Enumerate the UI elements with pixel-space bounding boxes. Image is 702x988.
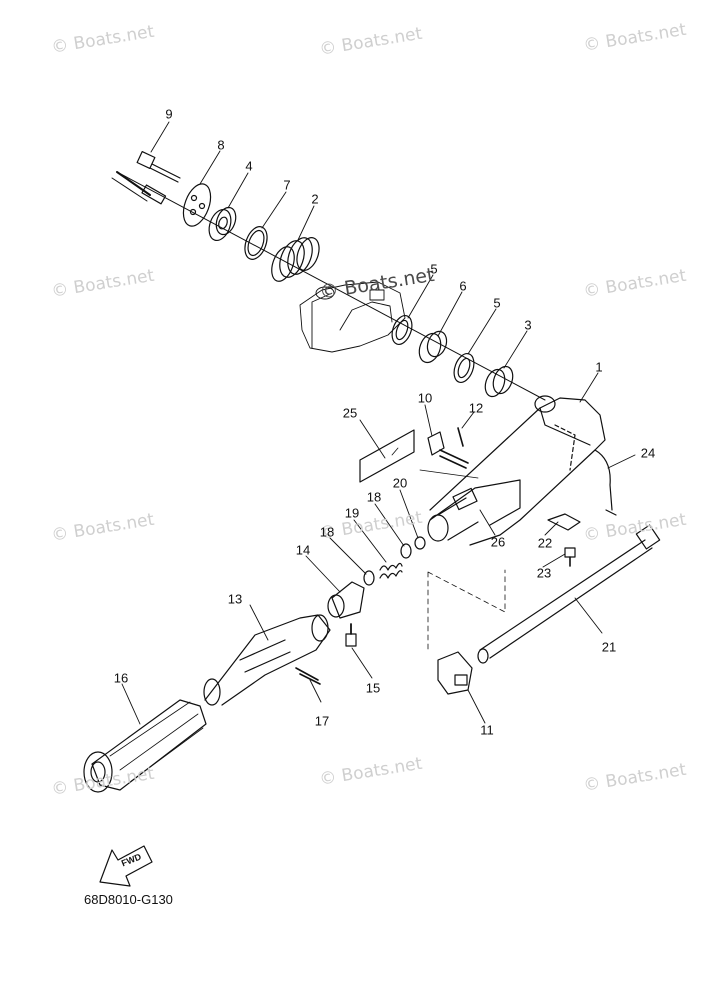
part-7-ring — [244, 226, 268, 260]
part-1-steering-handle — [427, 395, 606, 546]
diagram-code: 68D8010-G130 — [84, 892, 173, 907]
callout-13: 13 — [227, 591, 243, 607]
callout-11: 11 — [480, 722, 494, 738]
part-14-collar — [327, 581, 365, 619]
callout-26: 26 — [490, 534, 506, 550]
part-2-rubber-mount — [271, 237, 320, 282]
leader-lines — [121, 121, 636, 725]
part-16-grip — [83, 699, 207, 793]
callout-12: 12 — [468, 400, 484, 416]
callout-5b: 5 — [493, 295, 501, 311]
part-20-nut — [414, 536, 426, 550]
callout-4: 4 — [245, 158, 253, 174]
part-18-washer-b — [363, 570, 375, 586]
part-3-bushing — [484, 365, 514, 398]
callout-5a: 5 — [430, 261, 438, 277]
callout-3: 3 — [524, 317, 532, 333]
part-11-connector — [437, 651, 473, 695]
callout-17: 17 — [314, 713, 330, 729]
part-12-pin — [457, 427, 464, 447]
callout-18b: 18 — [319, 524, 335, 540]
reference-guide — [427, 569, 506, 651]
callout-1: 1 — [595, 359, 603, 375]
callout-18a: 18 — [366, 489, 382, 505]
callout-22: 22 — [537, 535, 553, 551]
part-25-decal — [359, 429, 479, 483]
part-15-screw — [345, 623, 357, 647]
part-10-friction-screw — [427, 431, 469, 469]
part-4-bushing — [208, 206, 237, 242]
callout-20: 20 — [392, 475, 408, 491]
fwd-arrow-icon — [99, 845, 153, 887]
callout-24: 24 — [640, 445, 656, 461]
callout-8: 8 — [217, 137, 225, 153]
part-6-bushing — [418, 330, 448, 364]
part-24-wire — [594, 449, 617, 516]
callout-25: 25 — [342, 405, 358, 421]
callout-15: 15 — [365, 680, 381, 696]
part-8-plate — [182, 183, 212, 227]
callout-9: 9 — [165, 106, 173, 122]
steering-bracket-housing — [299, 281, 406, 353]
part-22-clip — [547, 513, 581, 531]
part-5-washer-b — [453, 352, 475, 384]
part-23-screw — [564, 547, 576, 567]
callout-16: 16 — [113, 670, 129, 686]
callout-21: 21 — [601, 639, 617, 655]
callout-2: 2 — [311, 191, 319, 207]
callout-23: 23 — [536, 565, 552, 581]
cable-end — [111, 171, 167, 205]
part-5-washer-a — [391, 314, 413, 346]
part-19-spring — [379, 562, 403, 579]
callout-14: 14 — [295, 542, 311, 558]
callout-19: 19 — [344, 505, 360, 521]
callout-6: 6 — [459, 278, 467, 294]
callout-7: 7 — [283, 177, 291, 193]
part-9-bolt — [136, 151, 181, 183]
part-18-washer-a — [400, 543, 412, 559]
part-13-throttle-shaft — [203, 614, 331, 706]
part-17-screw — [295, 667, 321, 685]
callout-10: 10 — [417, 390, 433, 406]
part-21-rod — [477, 524, 661, 664]
